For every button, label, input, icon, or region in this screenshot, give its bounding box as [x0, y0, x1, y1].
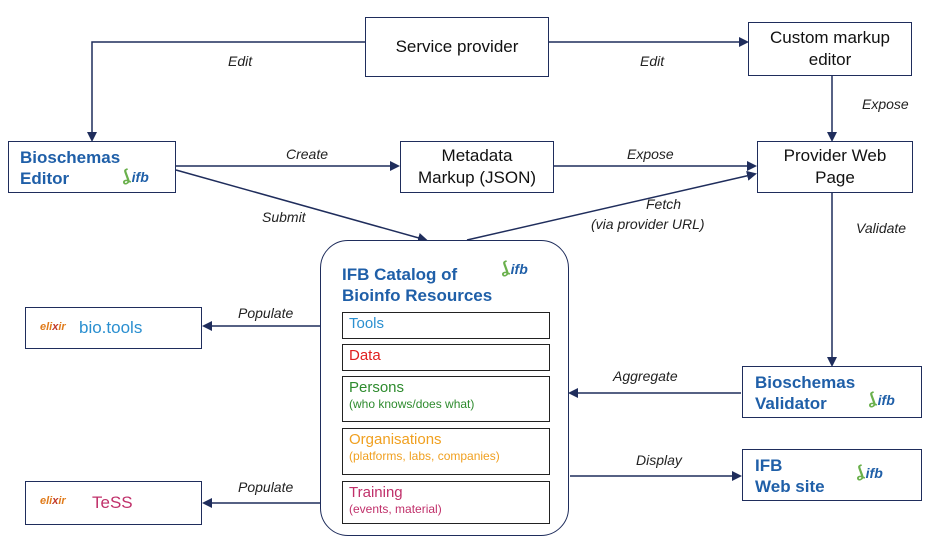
- catalog-item-label: Persons: [349, 379, 405, 396]
- ifb-web-site-line1: IFB: [755, 456, 783, 475]
- metadata-markup-node[interactable]: Metadata Markup (JSON): [400, 141, 554, 193]
- catalog-item-data[interactable]: Data: [342, 344, 550, 371]
- edge-submit: [175, 169, 428, 243]
- catalog-title: IFB Catalog of Bioinfo Resources: [342, 264, 492, 306]
- elixir-logo: elixir: [40, 495, 66, 507]
- ifb-leaf-icon: ʆ: [852, 463, 867, 482]
- bioschemas-editor-line1: Bioschemas: [20, 148, 121, 167]
- catalog-title-line2: Bioinfo Resources: [342, 286, 493, 305]
- catalog-item-organisations[interactable]: Organisations (platforms, labs, companie…: [342, 428, 550, 475]
- bioschemas-validator-line2: Validator: [755, 394, 827, 413]
- catalog-title-line1: IFB Catalog of: [342, 265, 458, 284]
- ifb-web-site-node[interactable]: IFB Web site ʆ ifb: [742, 449, 922, 501]
- custom-markup-editor-line1: Custom markup: [770, 28, 890, 47]
- catalog-item-label: Training: [349, 484, 403, 501]
- edge-label-validate: Validate: [856, 220, 907, 236]
- edge-label-expose-metadata: Expose: [627, 146, 674, 162]
- catalog-item-label: Tools: [349, 315, 385, 332]
- edge-edit-left: [87, 41, 365, 142]
- catalog-item-tools[interactable]: Tools: [342, 312, 550, 339]
- service-provider-node[interactable]: Service provider: [365, 17, 549, 77]
- elixir-logo: elixir: [40, 321, 66, 333]
- catalog-item-label: Data: [349, 347, 381, 364]
- bioschemas-validator-line1: Bioschemas: [755, 373, 856, 392]
- bioschemas-validator-node[interactable]: Bioschemas Validator ʆ ifb: [742, 366, 922, 418]
- catalog-item-training[interactable]: Training (events, material): [342, 481, 550, 524]
- custom-markup-editor-line2: editor: [808, 50, 852, 69]
- provider-web-page-node[interactable]: Provider Web Page: [757, 141, 913, 193]
- ifb-web-site-line2: Web site: [755, 477, 825, 496]
- ifb-leaf-icon: ʆ: [497, 259, 512, 278]
- edge-label-display: Display: [636, 452, 682, 468]
- catalog-item-sub: (platforms, labs, companies): [349, 449, 500, 463]
- metadata-markup-line1: Metadata: [441, 146, 513, 165]
- edge-label-fetch: Fetch: [646, 196, 682, 212]
- edge-label-create: Create: [286, 146, 329, 162]
- edge-label-edit-left: Edit: [228, 53, 253, 69]
- catalog-item-label: Organisations: [349, 431, 442, 448]
- edge-fetch: [466, 170, 757, 241]
- bioschemas-editor-node[interactable]: Bioschemas Editor ʆ ifb: [8, 141, 176, 193]
- edge-label-aggregate: Aggregate: [613, 368, 678, 384]
- catalog-item-sub: (who knows/does what): [349, 397, 475, 411]
- catalog-item-persons[interactable]: Persons (who knows/does what): [342, 376, 550, 422]
- edge-label-fetch-sub: (via provider URL): [591, 216, 705, 232]
- bioschemas-editor-line2: Editor: [20, 169, 70, 188]
- bio-tools-label: bio.tools: [79, 318, 143, 337]
- edge-label-populate-training: Populate: [238, 479, 294, 495]
- tess-label: TeSS: [92, 493, 133, 512]
- validator-ifb-logo: ʆ ifb: [864, 390, 895, 409]
- catalog-item-sub: (events, material): [349, 502, 442, 516]
- ifb-leaf-icon: ʆ: [118, 167, 133, 186]
- metadata-markup-line2: Markup (JSON): [417, 168, 537, 187]
- custom-markup-editor-node[interactable]: Custom markup editor: [748, 22, 912, 76]
- catalog-ifb-logo: ʆ ifb: [497, 259, 528, 278]
- website-ifb-logo: ʆ ifb: [852, 463, 883, 482]
- provider-web-page-line1: Provider Web: [783, 146, 887, 165]
- tess-node[interactable]: elixir TeSS: [25, 481, 202, 525]
- edge-label-edit-right: Edit: [640, 53, 665, 69]
- service-provider-label: Service provider: [395, 37, 519, 56]
- edge-label-populate-tools: Populate: [238, 305, 294, 321]
- edge-label-submit: Submit: [262, 209, 306, 225]
- ifb-logo: ʆ ifb: [118, 167, 149, 186]
- edge-label-expose-custom: Expose: [862, 96, 909, 112]
- ifb-leaf-icon: ʆ: [864, 390, 879, 409]
- provider-web-page-line2: Page: [815, 168, 855, 187]
- bio-tools-node[interactable]: elixir bio.tools: [25, 307, 202, 349]
